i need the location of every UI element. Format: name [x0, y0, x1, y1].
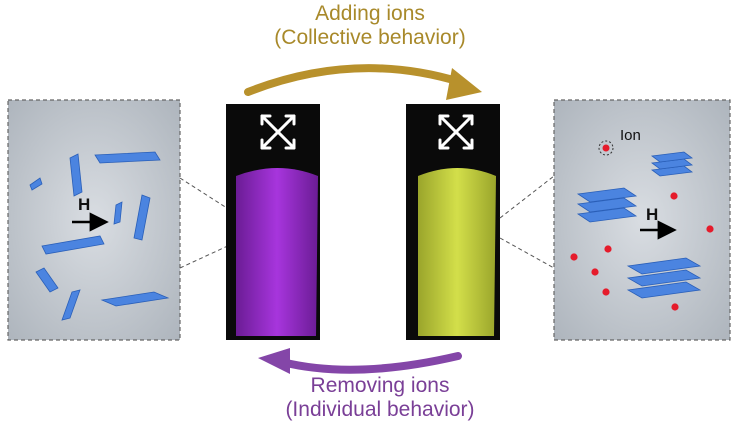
- ion-label: Ion: [620, 127, 641, 144]
- platelet-group-random: [29, 151, 170, 321]
- individual-behavior-text: (Individual behavior): [285, 398, 475, 421]
- adding-ions-arrow: [244, 64, 482, 100]
- platelet-stack-small: [650, 151, 694, 177]
- ion-dots: [570, 144, 714, 311]
- left-vial: [226, 104, 320, 340]
- removing-ions-text: Removing ions: [310, 374, 450, 397]
- connector-left-top: [179, 177, 231, 211]
- left-dispersion-panel: H: [7, 99, 181, 341]
- collective-behavior-text: (Collective behavior): [274, 26, 466, 49]
- polarizer-crossed-arrows-icon: [260, 114, 296, 150]
- connector-left-bottom: [179, 243, 233, 269]
- field-label-left: H: [78, 195, 90, 214]
- removing-ions-arrow: [258, 348, 462, 374]
- connector-right-bottom: [499, 237, 555, 269]
- right-vial: [406, 104, 500, 340]
- platelet-stack-right: [626, 257, 702, 299]
- field-label-right: H: [646, 205, 658, 224]
- connector-right-top: [499, 175, 555, 219]
- right-assembly-panel: Ion H: [553, 99, 731, 341]
- adding-ions-text: Adding ions: [315, 2, 425, 25]
- ion-highlight-circle: [598, 140, 614, 156]
- platelet-stack-left: [576, 187, 638, 223]
- polarizer-crossed-arrows-icon: [438, 114, 474, 150]
- removing-ions-caption: Removing ions (Individual behavior): [250, 374, 510, 422]
- adding-ions-caption: Adding ions (Collective behavior): [230, 2, 510, 50]
